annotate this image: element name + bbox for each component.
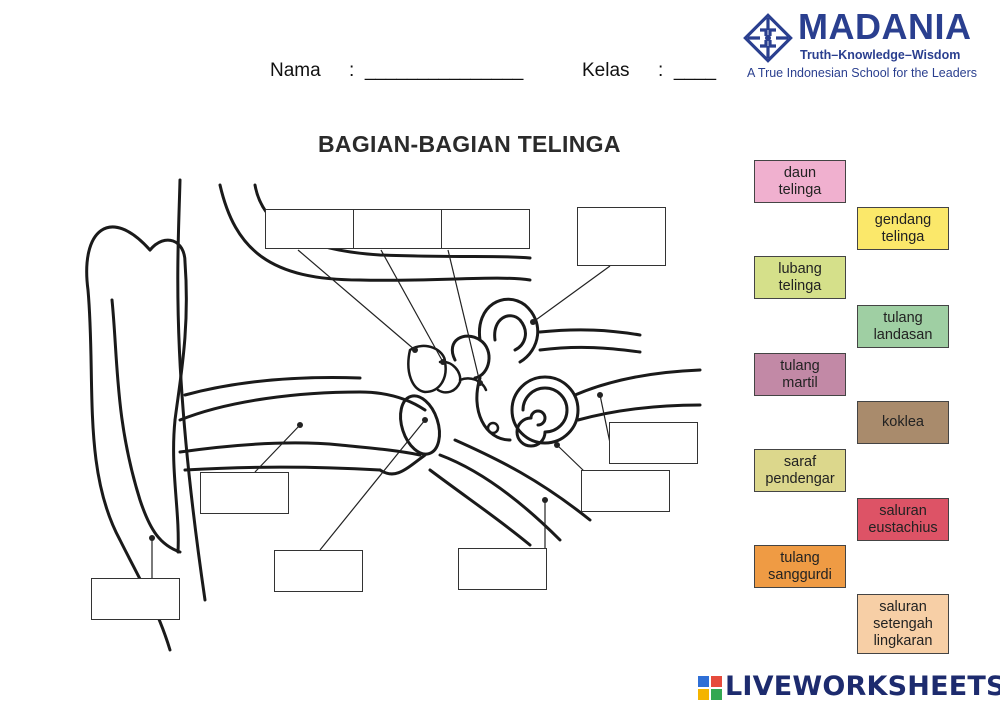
- chip-line: sanggurdi: [768, 567, 832, 584]
- chip-line: lubang: [778, 261, 822, 278]
- chip-line: saluran: [879, 503, 927, 520]
- answer-box-8[interactable]: [274, 550, 363, 592]
- word-chip-gendang-telinga[interactable]: gendang telinga: [857, 207, 949, 250]
- word-chip-tulang-sanggurdi[interactable]: tulang sanggurdi: [754, 545, 846, 588]
- answer-box-6[interactable]: [581, 470, 670, 512]
- chip-line: telinga: [779, 182, 822, 199]
- word-chip-saluran-setengah-lingkaran[interactable]: saluran setengah lingkaran: [857, 594, 949, 654]
- liveworksheets-logo-icon: [698, 676, 722, 700]
- chip-line: koklea: [882, 414, 924, 431]
- chip-line: landasan: [874, 327, 933, 344]
- word-chip-koklea[interactable]: koklea: [857, 401, 949, 444]
- answer-box-9[interactable]: [458, 548, 547, 590]
- answer-box-2[interactable]: [353, 209, 442, 249]
- chip-line: gendang: [875, 212, 931, 229]
- ossicles-shape: [408, 346, 445, 392]
- chip-line: telinga: [882, 229, 925, 246]
- chip-line: telinga: [779, 278, 822, 295]
- chip-line: tulang: [780, 550, 820, 567]
- answer-box-4[interactable]: [577, 207, 666, 266]
- word-chip-tulang-landasan[interactable]: tulang landasan: [857, 305, 949, 348]
- ear-canal: [180, 392, 425, 420]
- chip-line: daun: [784, 165, 816, 182]
- chip-line: tulang: [883, 310, 923, 327]
- chip-line: eustachius: [868, 520, 937, 537]
- chip-line: saluran: [879, 599, 927, 616]
- liveworksheets-brand: LIVEWORKSHEETS: [725, 671, 1000, 702]
- chip-line: pendengar: [765, 471, 834, 488]
- word-chip-saluran-eustachius[interactable]: saluran eustachius: [857, 498, 949, 541]
- answer-box-1[interactable]: [265, 209, 354, 249]
- word-chip-lubang-telinga[interactable]: lubang telinga: [754, 256, 846, 299]
- answer-box-7[interactable]: [200, 472, 289, 514]
- chip-line: lingkaran: [874, 633, 933, 650]
- chip-line: saraf: [784, 454, 816, 471]
- answer-box-5[interactable]: [609, 422, 698, 464]
- word-chip-tulang-martil[interactable]: tulang martil: [754, 353, 846, 396]
- answer-box-3[interactable]: [441, 209, 530, 249]
- chip-line: setengah: [873, 616, 933, 633]
- word-chip-saraf-pendengar[interactable]: saraf pendengar: [754, 449, 846, 492]
- eustachian-tube-shape: [440, 455, 560, 540]
- chip-line: tulang: [780, 358, 820, 375]
- answer-box-10[interactable]: [91, 578, 180, 620]
- word-chip-daun-telinga[interactable]: daun telinga: [754, 160, 846, 203]
- chip-line: martil: [782, 375, 817, 392]
